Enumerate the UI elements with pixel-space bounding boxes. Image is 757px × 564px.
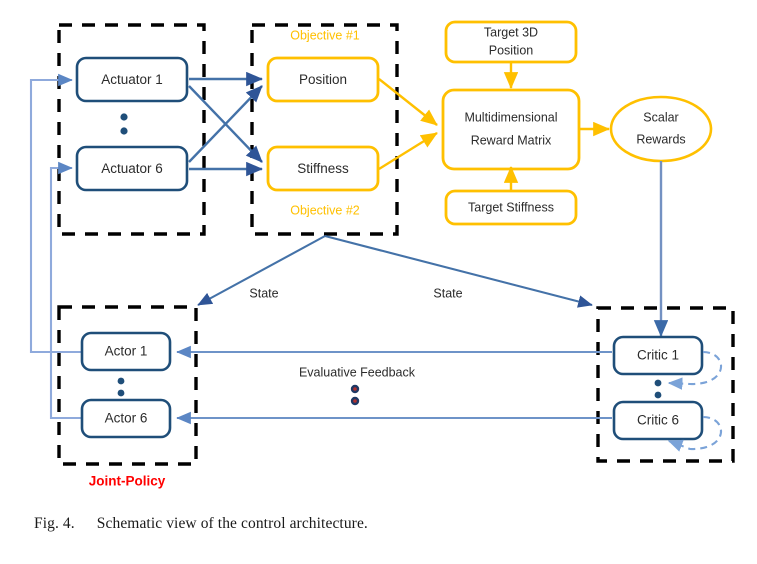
actuator-6-label: Actuator 6: [101, 161, 163, 176]
arrow-position-to-reward-matrix: [378, 78, 438, 126]
objective-1-label: Objective #1: [290, 28, 360, 42]
objective-2-label: Objective #2: [290, 203, 360, 217]
vertical-ellipsis-feedback: [350, 384, 360, 406]
feedback-actor6-to-actuator6: [49, 161, 84, 420]
self-loop-critic-6: [667, 415, 722, 452]
node-actor-1[interactable]: Actor 1: [80, 331, 172, 372]
node-actuator-1[interactable]: Actuator 1: [75, 56, 189, 103]
target-3d-position-label-line2: Position: [489, 43, 534, 57]
actor-6-label: Actor 6: [105, 411, 148, 426]
critic-6-label: Critic 6: [637, 413, 679, 428]
figure-caption: Fig. 4. Schematic view of the control arc…: [34, 515, 734, 533]
position-label: Position: [299, 72, 347, 87]
node-critic-1[interactable]: Critic 1: [612, 335, 704, 376]
node-critic-6[interactable]: Critic 6: [612, 400, 704, 441]
group-box-joint-policy: [57, 305, 198, 466]
actor-1-label: Actor 1: [105, 344, 148, 359]
node-actuator-6[interactable]: Actuator 6: [75, 145, 189, 192]
node-target-stiffness[interactable]: Target Stiffness: [444, 189, 578, 226]
actuator-1-label: Actuator 1: [101, 72, 163, 87]
figure-caption-number: Fig. 4.: [34, 515, 75, 532]
state-label-left: State: [249, 286, 278, 300]
reward-matrix-label-line1: Multidimensional: [464, 110, 557, 124]
state-label-right: State: [433, 286, 462, 300]
node-position[interactable]: Position: [266, 56, 380, 103]
scalar-rewards-label-line1: Scalar: [643, 110, 678, 124]
group-box-critics: [596, 306, 735, 463]
node-target-3d-position[interactable]: Target 3D Position: [444, 20, 578, 64]
stiffness-label: Stiffness: [297, 161, 349, 176]
node-stiffness[interactable]: Stiffness: [266, 145, 380, 192]
group-box-actuators: [57, 23, 206, 236]
evaluative-feedback-label: Evaluative Feedback: [299, 365, 416, 379]
control-architecture-diagram: Actuator 1 Actuator 6 Objective #1 Objec…: [29, 20, 735, 489]
node-multidimensional-reward-matrix[interactable]: Multidimensional Reward Matrix: [441, 88, 581, 171]
vertical-ellipsis-actors: [117, 377, 125, 397]
target-3d-position-label-line1: Target 3D: [484, 25, 538, 39]
vertical-ellipsis-actuators: [120, 113, 128, 135]
joint-policy-label: Joint-Policy: [89, 474, 166, 489]
node-actor-6[interactable]: Actor 6: [80, 398, 172, 439]
self-loop-critic-1: [667, 350, 722, 390]
arrow-state-to-critics: State: [324, 234, 593, 308]
group-box-objectives: [250, 23, 399, 236]
scalar-rewards-label-line2: Rewards: [636, 132, 685, 146]
figure-caption-text: Schematic view of the control architectu…: [96, 515, 368, 532]
reward-matrix-label-line2: Reward Matrix: [471, 133, 552, 147]
vertical-ellipsis-critics: [654, 379, 662, 399]
feedback-actor1-to-actuator1: [29, 73, 84, 354]
arrow-actuator6-to-position: [188, 85, 263, 163]
arrow-state-to-joint-policy: State: [197, 235, 326, 306]
critic-1-label: Critic 1: [637, 348, 679, 363]
target-stiffness-label: Target Stiffness: [468, 200, 554, 214]
node-scalar-rewards[interactable]: Scalar Rewards: [609, 95, 713, 163]
arrow-stiffness-to-reward-matrix: [378, 131, 438, 171]
